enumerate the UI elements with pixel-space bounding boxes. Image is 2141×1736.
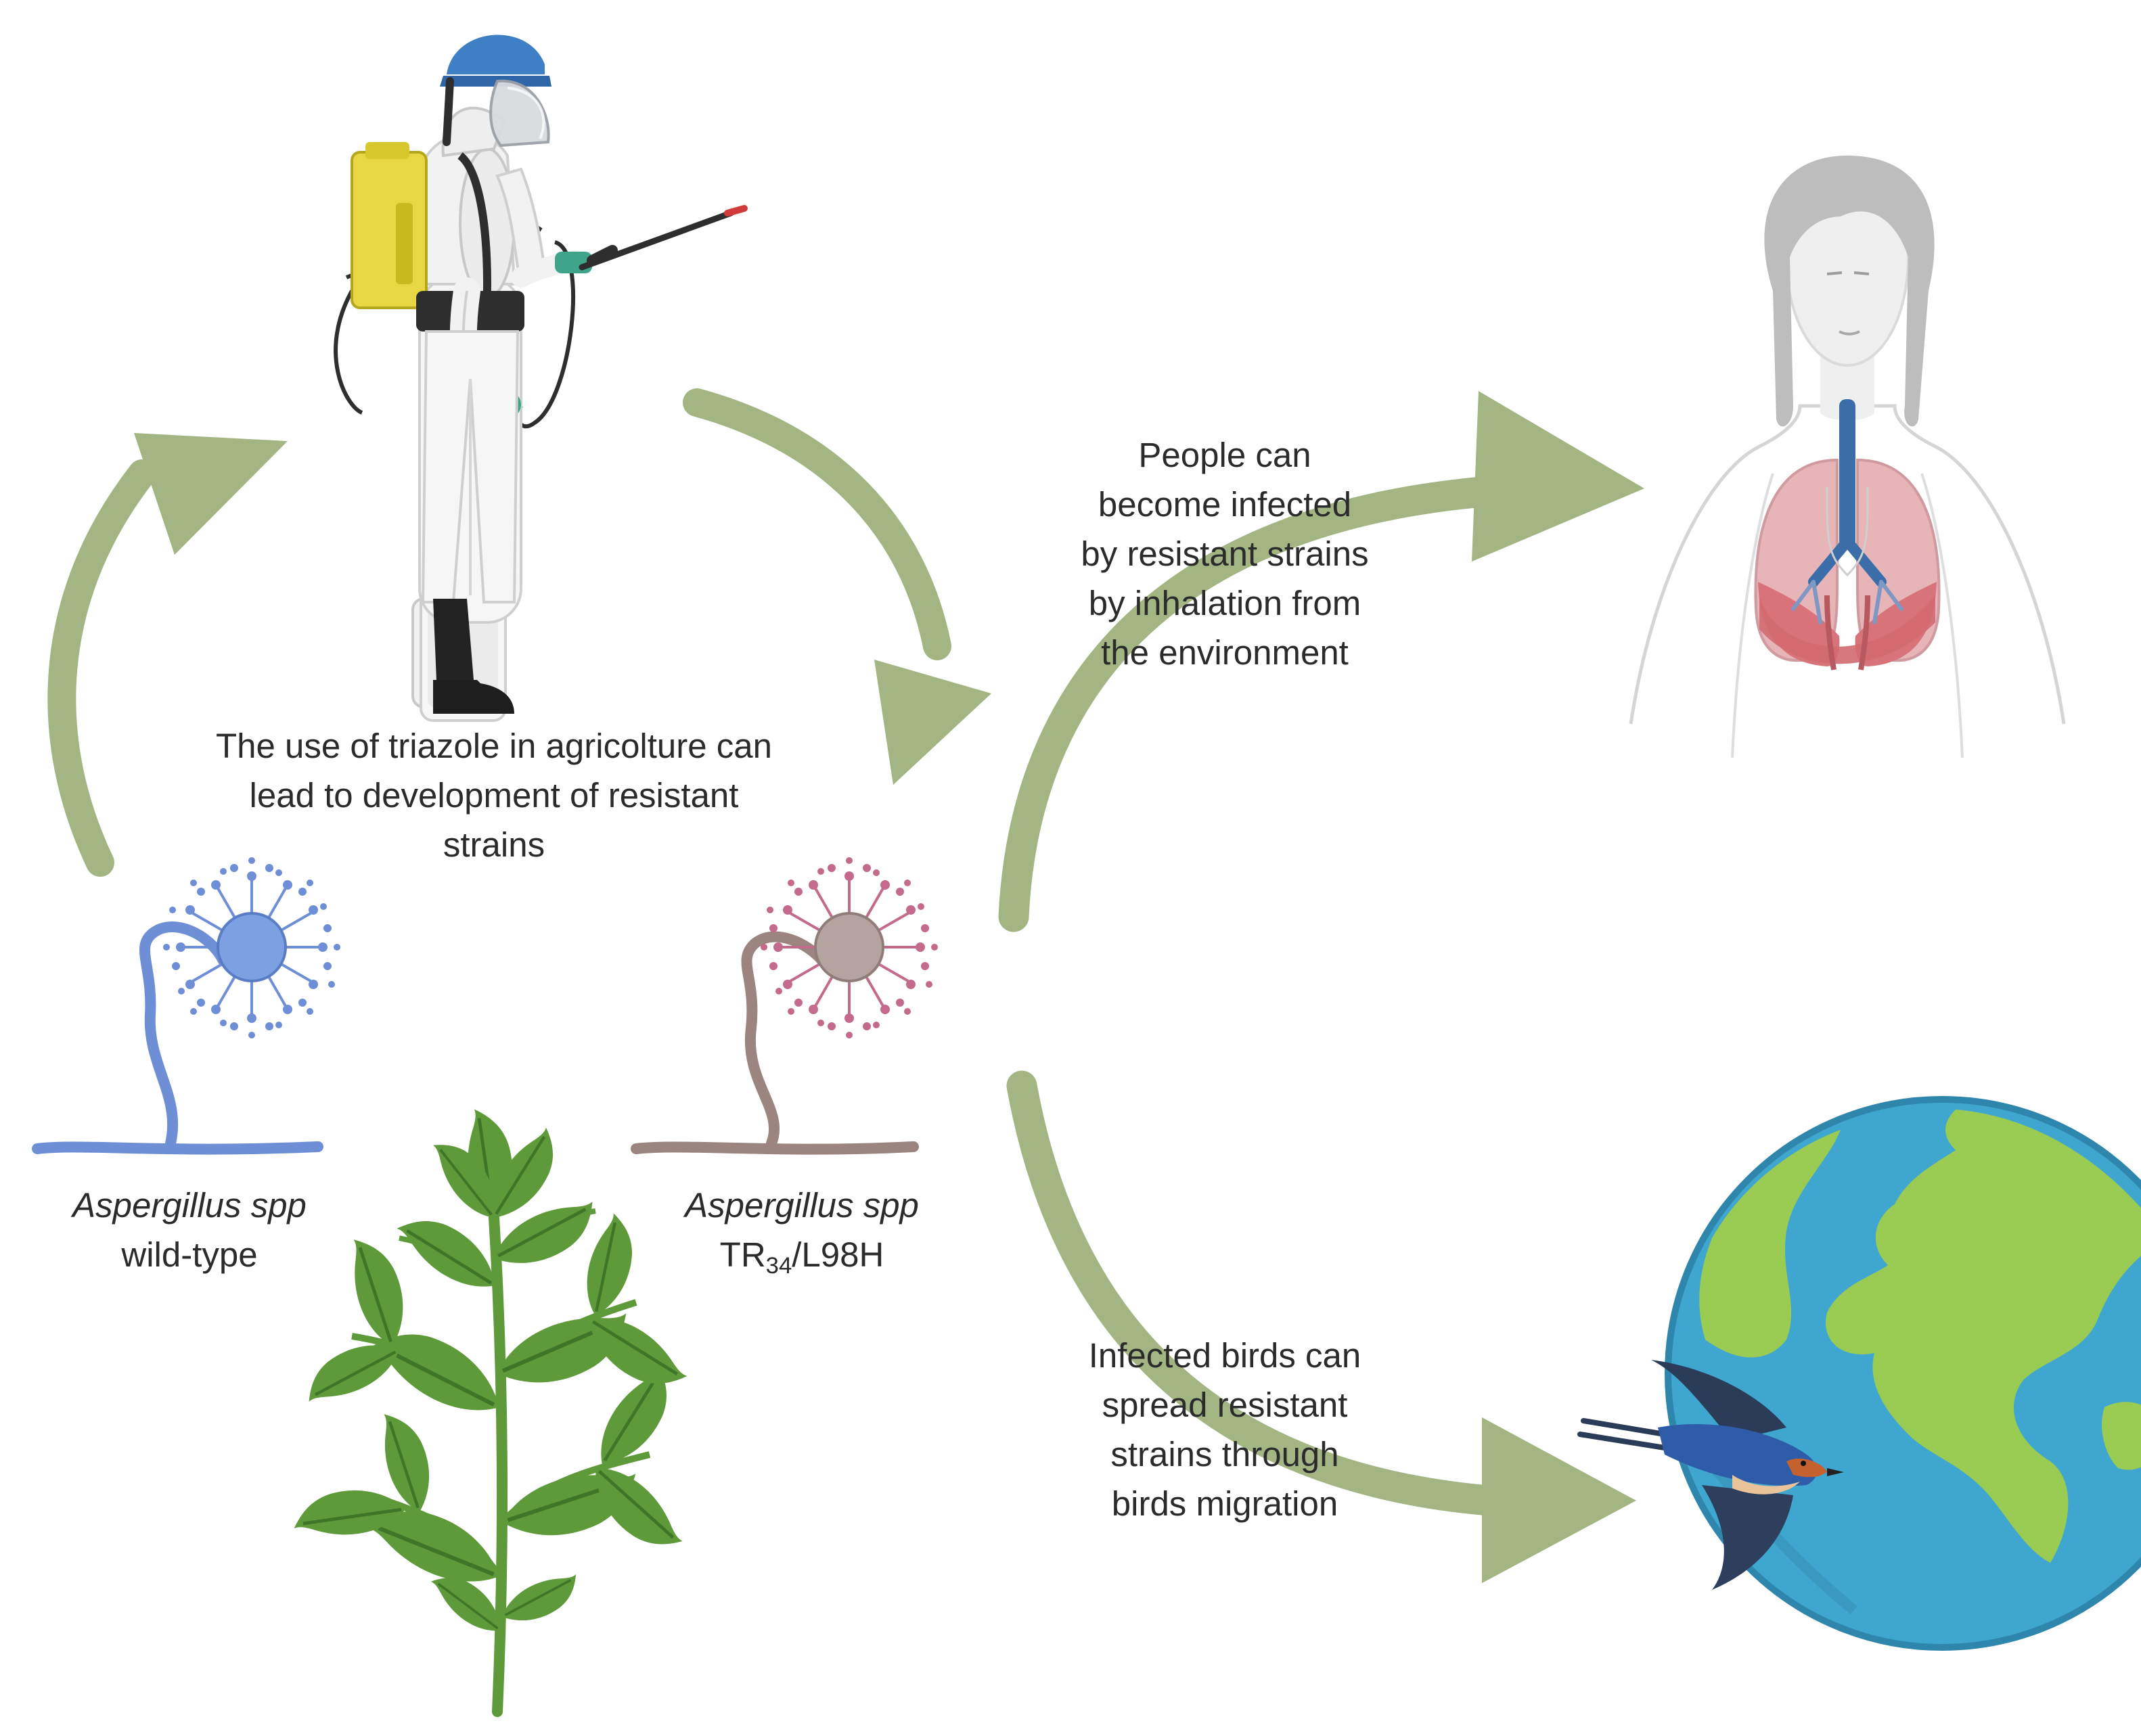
swallow-icon	[1577, 1360, 1844, 1590]
plant-icon	[289, 1104, 695, 1717]
wild-type-conidia	[163, 857, 340, 1038]
resistant-strain-prefix: TR	[719, 1235, 766, 1274]
bird-route-line: spread resistant	[1102, 1386, 1348, 1424]
arrow-farmer-to-resistant	[683, 388, 991, 785]
human-route-line: by inhalation from	[1088, 584, 1361, 622]
bird-route-line: birds migration	[1111, 1484, 1338, 1523]
arrow-fungus-to-farmer	[47, 433, 288, 877]
central-description-line: strains	[443, 825, 545, 864]
bird-route-line: strains through	[1110, 1435, 1339, 1474]
bird-route-label: Infected birds can spread resistant stra…	[1022, 1331, 1428, 1528]
central-description: The use of triazole in agricolture can l…	[129, 721, 859, 869]
resistant-species: Aspergillus spp	[685, 1186, 919, 1225]
wild-type-strain: wild-type	[121, 1235, 258, 1274]
central-description-line: The use of triazole in agricolture can	[215, 727, 773, 765]
resistant-strain-suffix: /L98H	[792, 1235, 884, 1274]
arrow-to-globe	[1006, 1070, 1636, 1583]
human-route-label: People can become infected by resistant …	[1022, 430, 1428, 677]
central-description-line: lead to development of resistant	[249, 776, 739, 815]
resistant-strain: TR34/L98H	[639, 1230, 964, 1284]
resistant-label: Aspergillus spp TR34/L98H	[639, 1181, 964, 1284]
wild-type-species: Aspergillus spp	[72, 1186, 307, 1225]
bird-route-line: Infected birds can	[1088, 1336, 1361, 1375]
human-lungs-icon	[1629, 156, 2066, 758]
wild-type-label: Aspergillus spp wild-type	[27, 1181, 352, 1279]
wild-type-aspergillus-icon	[32, 857, 340, 1155]
human-route-line: People can	[1138, 436, 1311, 474]
human-route-line: become infected	[1098, 485, 1352, 524]
human-route-line: by resistant strains	[1081, 534, 1369, 573]
arrow-to-human	[998, 391, 1644, 932]
resistant-conidia	[761, 857, 938, 1038]
resistant-strain-subscript: 34	[765, 1252, 792, 1279]
human-route-line: the environment	[1101, 633, 1349, 672]
resistant-aspergillus-icon	[631, 857, 938, 1155]
farmer-sprayer-icon	[334, 35, 748, 722]
